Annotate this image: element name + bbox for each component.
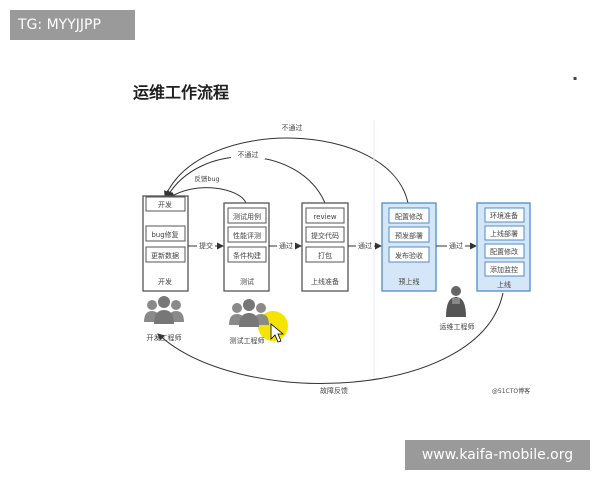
label-fault-feedback: 故障反馈: [320, 386, 348, 395]
source-mark: @51CTO博客: [492, 387, 530, 395]
site-watermark: www.kaifa-mobile.org: [405, 440, 590, 470]
loop-fail-outer: [164, 137, 409, 204]
tg-label: TG: MYYJJPP: [10, 10, 135, 40]
label-fail-inner: 不通过: [238, 150, 259, 159]
live-item-4: 添加监控: [490, 265, 518, 274]
arrow-label-commit: 提交: [199, 241, 213, 250]
dev-top-label: 开发: [158, 200, 172, 209]
arrow-label-pass-2: 通过: [358, 241, 372, 250]
column-live: 环境准备 上线部署 配置修改 添加监控 上线: [476, 202, 531, 292]
prep-bottom-label: 上线准备: [311, 277, 339, 286]
test-item-3: 条件构建: [233, 251, 261, 260]
dev-item-2: 更新数据: [151, 251, 179, 260]
ops-engineer-icon: [446, 286, 466, 317]
label-bug-feedback: 反馈bug: [194, 174, 219, 183]
prep-item-2: 提交代码: [311, 231, 339, 240]
prep-item-1: review: [313, 213, 336, 221]
dev-bottom-label: 开发: [158, 277, 172, 286]
loop-bug-feedback: [168, 187, 247, 204]
live-item-2: 上线部署: [490, 229, 518, 238]
label-fail-outer: 不通过: [282, 123, 303, 132]
pre-item-3: 发布验收: [395, 251, 423, 260]
dev-engineers-icon: [144, 296, 184, 324]
dev-item-1: bug修复: [151, 230, 178, 239]
loop-fail-inner: [166, 156, 326, 204]
live-item-1: 环境准备: [490, 211, 518, 220]
column-release-prep: review 提交代码 打包 上线准备: [301, 202, 349, 292]
arrow-label-pass-1: 通过: [279, 241, 293, 250]
dev-engineers-label: 开发工程师: [147, 333, 182, 342]
test-item-2: 性能评测: [233, 231, 261, 240]
column-pre-release: 配置修改 预发部署 发布验收 预上线: [381, 202, 437, 292]
pre-item-2: 预发部署: [395, 231, 423, 240]
ops-engineer-label: 运维工程师: [440, 322, 475, 331]
test-engineers-label: 测试工程师: [230, 336, 265, 345]
pre-bottom-label: 预上线: [399, 277, 420, 286]
pre-item-1: 配置修改: [395, 212, 423, 221]
column-dev: 开发 bug修复 更新数据 开发: [142, 195, 189, 292]
test-item-1: 测试用例: [233, 212, 261, 221]
prep-item-3: 打包: [318, 251, 332, 260]
slide-title: 运维工作流程: [133, 83, 229, 102]
slide-corner-mark: ▪: [573, 75, 577, 82]
arrow-label-pass-3: 通过: [449, 241, 463, 250]
live-item-3: 配置修改: [490, 247, 518, 256]
live-bottom-label: 上线: [497, 280, 511, 289]
column-test: 测试用例 性能评测 条件构建 测试: [223, 202, 270, 292]
mouse-cursor-icon: [270, 323, 285, 343]
test-bottom-label: 测试: [240, 277, 254, 286]
loop-fault-feedback: [157, 292, 504, 384]
test-engineers-icon: [229, 299, 269, 327]
